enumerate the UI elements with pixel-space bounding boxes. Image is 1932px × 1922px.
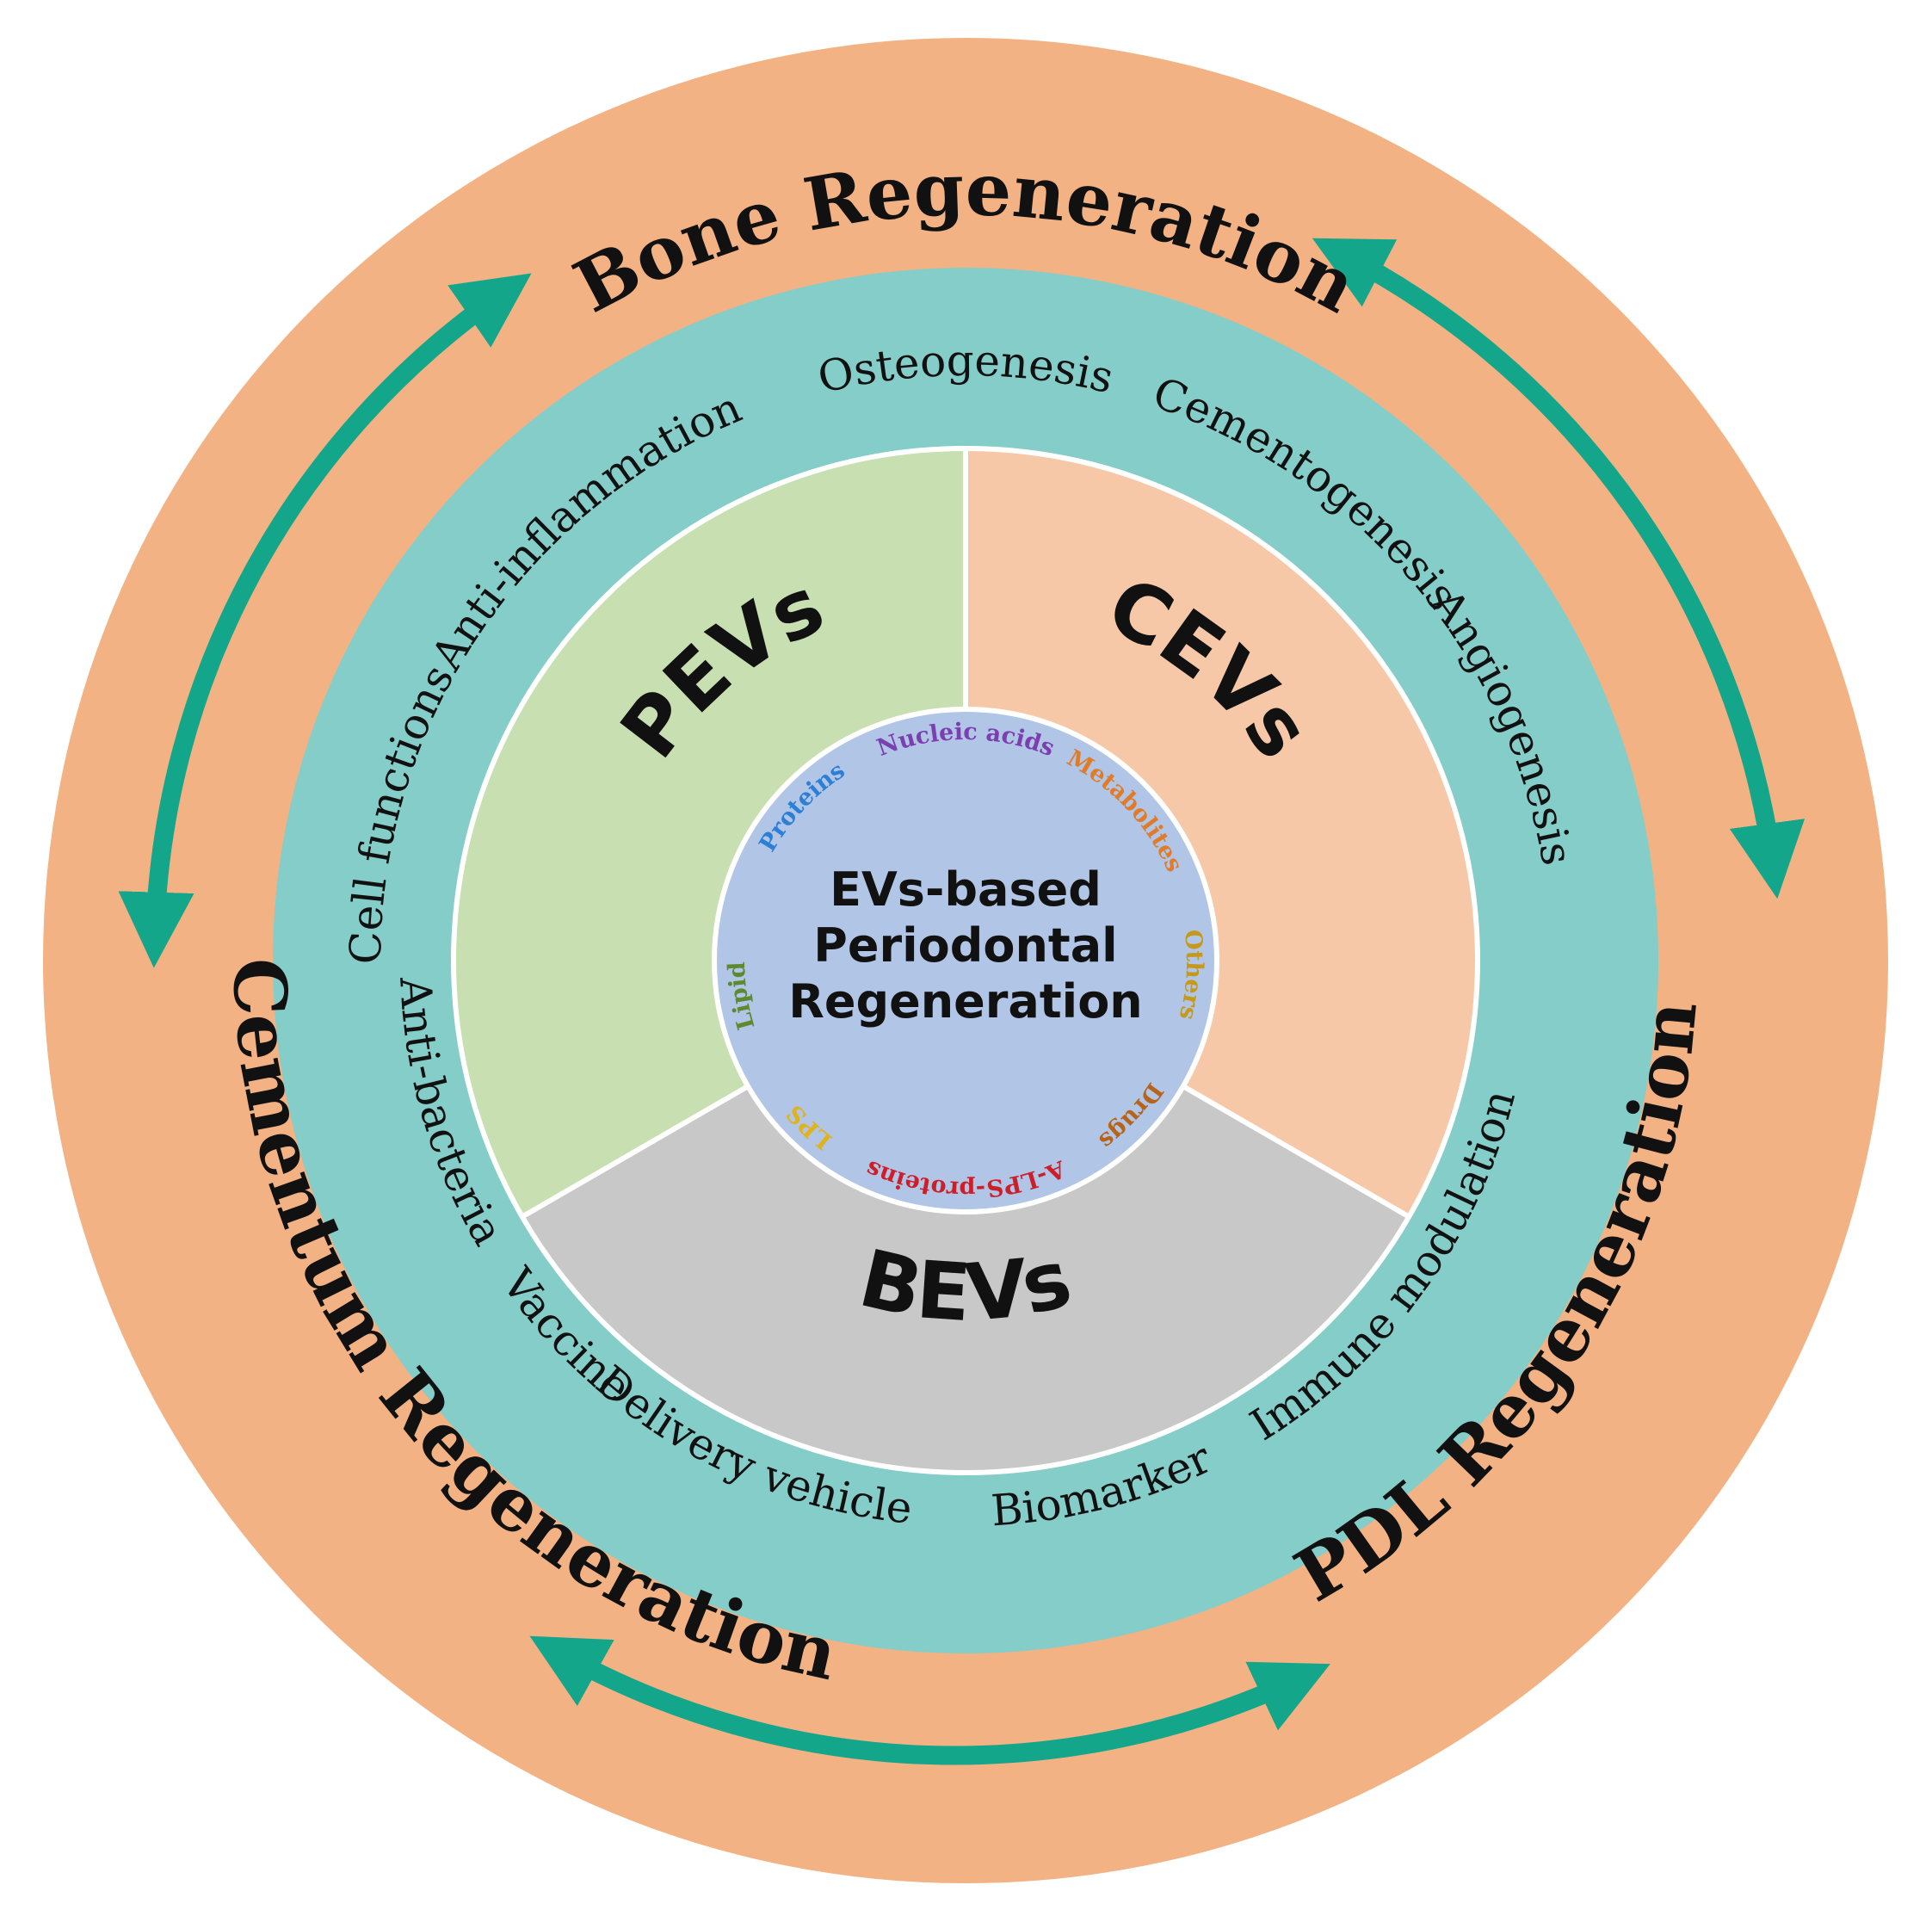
arrow-cementum-pdl <box>529 1635 1330 1765</box>
segment-bevs <box>522 961 1409 1473</box>
label-bevs: BEVs <box>851 1232 1080 1339</box>
cycle-arrows <box>118 238 1805 1765</box>
center-title-line-3: Regeneration <box>788 974 1143 1029</box>
center-title-line-1: EVs-based <box>830 862 1102 917</box>
arrow-bone-cementum <box>1312 238 1805 899</box>
center-disc <box>712 707 1219 1214</box>
arrow-pdl-bone <box>118 273 532 968</box>
center-title-line-2: Periodontal <box>813 918 1117 973</box>
